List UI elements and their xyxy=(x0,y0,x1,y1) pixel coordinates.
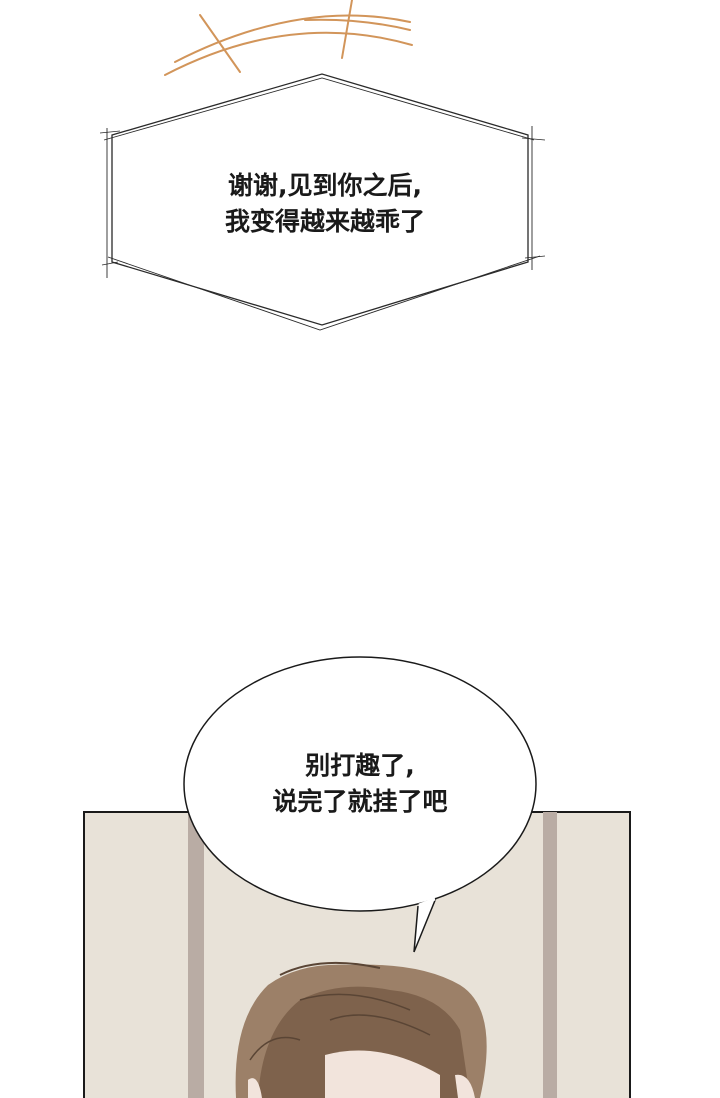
character-hair xyxy=(235,961,487,1098)
accent-strokes xyxy=(164,0,413,76)
thought-bubble-text: 谢谢,见到你之后, 我变得越来越乖了 xyxy=(160,168,490,241)
left-pillar xyxy=(188,812,204,1098)
speech-bubble-frame xyxy=(183,656,537,953)
speech-line-1: 别打趣了, xyxy=(305,751,415,780)
speech-bubble-text: 别打趣了, 说完了就挂了吧 xyxy=(200,748,520,821)
speech-line-2: 说完了就挂了吧 xyxy=(272,787,448,817)
thought-line-2: 我变得越来越乖了 xyxy=(224,207,425,237)
thought-bubble-frame xyxy=(99,73,546,331)
right-pillar xyxy=(543,812,557,1098)
thought-line-1: 谢谢,见到你之后, xyxy=(228,171,422,200)
